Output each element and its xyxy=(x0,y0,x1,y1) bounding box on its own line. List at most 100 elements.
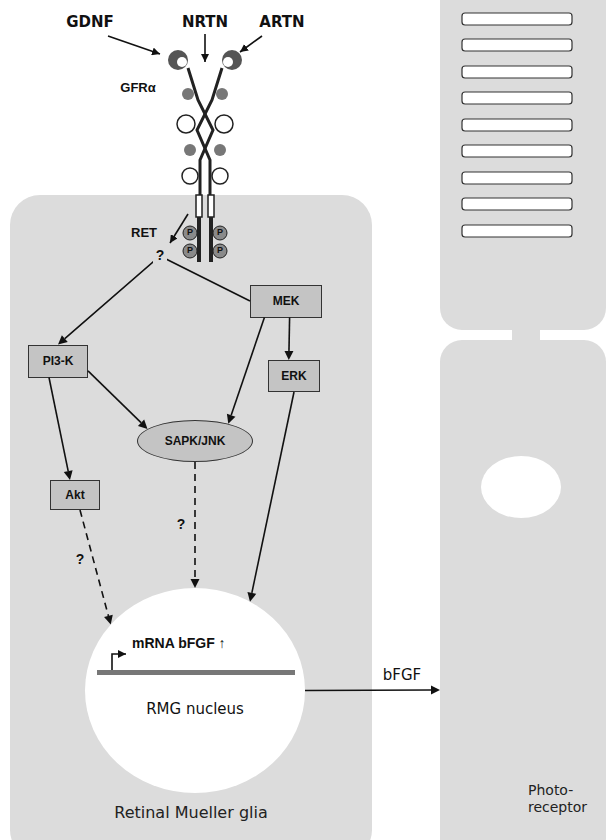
signal-connector xyxy=(284,318,293,361)
signal-connector xyxy=(49,378,73,481)
receptor-label: RET xyxy=(131,226,157,240)
kinase-ellipse: SAPK/JNK xyxy=(137,420,253,462)
disc xyxy=(462,92,572,104)
edge-label: ? xyxy=(153,247,168,264)
node-text: Photo- receptor xyxy=(528,782,602,816)
domain xyxy=(184,144,196,156)
kinase-box: ERK xyxy=(268,360,320,392)
disc xyxy=(462,66,572,78)
domain xyxy=(214,144,226,156)
arrowhead xyxy=(191,579,200,588)
signal-connector xyxy=(305,685,440,694)
phospho-label: P xyxy=(217,228,223,238)
photoreceptor-cell: Photo- receptor xyxy=(440,340,606,840)
signal-connector xyxy=(247,392,294,602)
disc-stack xyxy=(462,13,572,237)
node-text: Akt xyxy=(65,488,84,502)
arrowhead xyxy=(64,470,73,480)
domain xyxy=(216,88,228,100)
connector-line xyxy=(252,392,294,593)
transmembrane xyxy=(208,195,214,217)
edge-label: bFGF xyxy=(383,667,421,684)
disc xyxy=(462,172,572,184)
ligand-label: ARTN xyxy=(259,14,304,31)
kinase-domain xyxy=(209,217,213,262)
arrowhead xyxy=(284,351,293,360)
domain xyxy=(182,168,198,184)
ligand-arrow xyxy=(204,34,206,62)
signal-connector xyxy=(191,462,200,588)
dna-bar xyxy=(97,670,295,675)
disc xyxy=(462,39,572,51)
signal-connector xyxy=(227,318,264,424)
receptor-strand xyxy=(188,68,213,195)
arrowhead xyxy=(104,615,113,625)
edge-label: ? xyxy=(76,552,85,567)
phospho-label: P xyxy=(187,246,193,256)
phospho-site xyxy=(213,244,227,258)
domain xyxy=(177,115,195,133)
disc xyxy=(462,198,572,210)
nucleus: mRNA bFGF ↑ RMG nucleus xyxy=(85,588,305,793)
gfr-cap xyxy=(168,50,188,70)
connector-line xyxy=(49,378,68,472)
receptor xyxy=(168,50,242,262)
node-text: PI3-K xyxy=(43,354,74,368)
ligand-label: NRTN xyxy=(182,14,228,31)
kinase-box: PI3-K xyxy=(28,345,88,378)
signal-arrow xyxy=(170,214,188,243)
domain xyxy=(212,168,228,184)
phospho-label: P xyxy=(217,246,223,256)
signal-connector xyxy=(58,256,250,345)
node-text: RMG nucleus xyxy=(145,700,245,718)
ligand-arrow xyxy=(108,36,160,54)
gfr-cap xyxy=(222,50,242,70)
arrowhead xyxy=(247,592,256,602)
transcription-arrow xyxy=(112,654,126,670)
arrowhead xyxy=(431,685,440,694)
node-text: ERK xyxy=(281,369,306,383)
disc xyxy=(462,145,572,157)
gfr-cap xyxy=(223,57,233,67)
arrowhead xyxy=(227,414,236,424)
domain xyxy=(215,115,233,133)
domain xyxy=(182,88,194,100)
photoreceptor-nucleus xyxy=(481,456,561,518)
connector-line xyxy=(65,256,250,339)
phospho-site xyxy=(213,226,227,240)
edge-label: ? xyxy=(177,517,186,532)
phospho-site xyxy=(183,244,197,258)
node-text: Retinal Mueller glia xyxy=(10,803,372,822)
glia-cell: Retinal Mueller glia MEK PI3-K ERK SAPK/JNK A… xyxy=(10,195,372,840)
node-text: MEK xyxy=(273,294,300,308)
disc xyxy=(462,225,572,237)
phospho-label: P xyxy=(187,228,193,238)
outer-segment xyxy=(440,0,606,330)
transmembrane xyxy=(196,195,202,217)
receptor-label: GFRα xyxy=(120,81,155,95)
signal-connector xyxy=(80,510,113,625)
gfr-cap xyxy=(177,57,187,67)
node-text: mRNA bFGF ↑ xyxy=(132,635,226,652)
connector-line xyxy=(305,689,431,691)
arrowhead xyxy=(58,335,68,344)
receptor-strand xyxy=(197,68,222,195)
disc xyxy=(462,119,572,131)
node-text: SAPK/JNK xyxy=(165,434,226,448)
arrowhead xyxy=(138,419,148,429)
phospho-site xyxy=(183,226,197,240)
signal-connector xyxy=(88,371,147,429)
connector-line xyxy=(288,318,290,352)
ligand-arrow xyxy=(240,36,262,52)
connector-line xyxy=(194,462,196,579)
kinase-box: Akt xyxy=(50,480,100,510)
disc xyxy=(462,13,572,25)
kinase-domain xyxy=(197,217,201,262)
kinase-box: MEK xyxy=(250,285,322,318)
connector-line xyxy=(88,371,141,423)
connector-line xyxy=(231,318,264,416)
gene-symbol xyxy=(97,654,295,675)
